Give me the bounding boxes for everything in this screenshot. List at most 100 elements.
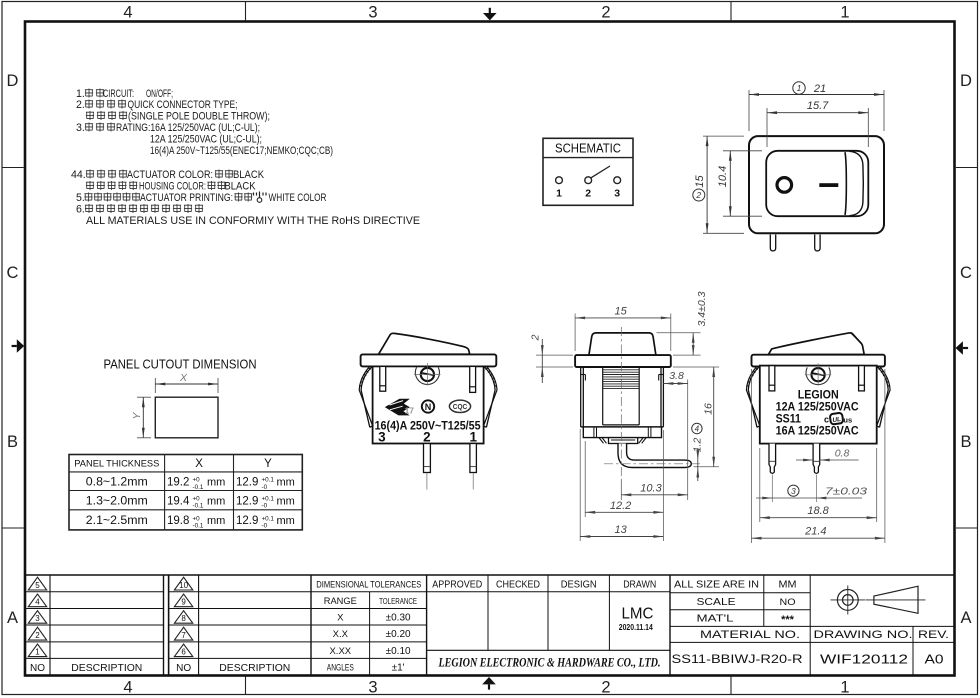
svg-text:RANGE: RANGE: [324, 596, 357, 607]
svg-text:+0.1: +0.1: [262, 515, 275, 522]
svg-text:APPROVED: APPROVED: [432, 580, 482, 591]
svg-text:12A 125/250VAC: 12A 125/250VAC: [776, 399, 859, 413]
svg-text:1.: 1.: [76, 88, 85, 100]
svg-text:2.: 2.: [76, 99, 85, 111]
svg-text:BLACK: BLACK: [233, 169, 264, 181]
svg-text:±1': ±1': [392, 663, 405, 674]
svg-text:2020.11.14: 2020.11.14: [619, 623, 653, 632]
svg-text:MATERIAL NO.: MATERIAL NO.: [700, 629, 800, 641]
svg-text:±0.10: ±0.10: [386, 646, 411, 657]
svg-text:X.X: X.X: [333, 629, 349, 640]
svg-text:10.4: 10.4: [717, 166, 729, 187]
svg-text:15.7: 15.7: [807, 100, 829, 112]
svg-text:DESIGN: DESIGN: [561, 580, 597, 591]
svg-text:ALL MATERIALS USE IN CONFORMIY: ALL MATERIALS USE IN CONFORMIY WITH THE …: [86, 215, 420, 227]
svg-text:-0.1: -0.1: [193, 503, 204, 510]
svg-text:ACTUATOR COLOR:: ACTUATOR COLOR:: [127, 169, 213, 181]
svg-text:LEGION ELECTRONIC & HARDWAR: LEGION ELECTRONIC & HARDWARE CO., LTD.: [438, 654, 661, 669]
svg-text:N: N: [425, 402, 432, 412]
svg-text:12.9: 12.9: [236, 515, 258, 527]
svg-text:***: ***: [781, 614, 795, 626]
svg-text:C: C: [960, 264, 972, 282]
svg-text:15: 15: [614, 306, 627, 318]
svg-text:Y: Y: [264, 458, 272, 470]
svg-text:16(4)A 250V~T125/55: 16(4)A 250V~T125/55: [375, 418, 481, 432]
svg-text:LMC: LMC: [622, 606, 654, 623]
svg-text:NO: NO: [176, 663, 191, 674]
svg-text:B: B: [960, 433, 971, 451]
svg-text:-0: -0: [262, 484, 268, 491]
svg-text:CHECKED: CHECKED: [496, 580, 540, 591]
svg-text:1: 1: [840, 679, 849, 697]
svg-text:15: 15: [694, 175, 706, 188]
svg-text:3: 3: [35, 614, 40, 623]
svg-text:ON/OFF;: ON/OFF;: [146, 88, 173, 100]
svg-text:1: 1: [470, 429, 478, 444]
svg-text:4: 4: [123, 679, 132, 697]
svg-text:5: 5: [35, 581, 40, 590]
svg-text:D: D: [960, 72, 972, 90]
svg-text:X.XX: X.XX: [329, 646, 351, 657]
svg-text:6.: 6.: [76, 204, 85, 216]
svg-text:-0.1: -0.1: [193, 484, 204, 491]
svg-text:SCHEMATIC: SCHEMATIC: [555, 142, 621, 156]
svg-text:PANEL THICKNESS: PANEL THICKNESS: [74, 459, 159, 469]
svg-text:SS11-BBIWJ-R20-R: SS11-BBIWJ-R20-R: [672, 654, 803, 666]
svg-text:mm: mm: [277, 515, 295, 527]
svg-text:16A 125/250VAC: 16A 125/250VAC: [776, 424, 859, 438]
svg-text:C: C: [7, 264, 19, 282]
svg-text:+0: +0: [193, 515, 201, 522]
svg-text:PANEL CUTOUT DIMENSION: PANEL CUTOUT DIMENSION: [104, 357, 257, 372]
svg-text:17: 17: [405, 405, 415, 415]
svg-text:13: 13: [614, 524, 627, 536]
svg-text:DRAWING NO.: DRAWING NO.: [814, 629, 913, 641]
svg-text:BLACK: BLACK: [225, 181, 256, 193]
svg-text:7: 7: [181, 631, 186, 640]
svg-text:44.: 44.: [71, 169, 86, 181]
svg-text:D: D: [7, 72, 19, 90]
svg-text:+0: +0: [193, 477, 201, 484]
svg-text:+0: +0: [193, 496, 201, 503]
svg-text:-0: -0: [262, 523, 268, 530]
svg-text:X: X: [195, 458, 203, 470]
svg-text:X: X: [179, 372, 188, 384]
svg-text:3.: 3.: [76, 122, 85, 134]
svg-text:12.9: 12.9: [236, 495, 258, 507]
svg-text:A0: A0: [925, 651, 944, 666]
svg-text:12A 125/250VAC (UL;C-UL);: 12A 125/250VAC (UL;C-UL);: [150, 134, 262, 146]
svg-text:B: B: [7, 433, 18, 451]
svg-text:Y: Y: [131, 412, 143, 420]
svg-text:3: 3: [368, 4, 377, 22]
svg-text:12.9: 12.9: [236, 476, 258, 488]
svg-text:±0.20: ±0.20: [386, 629, 411, 640]
svg-text:2: 2: [585, 188, 591, 200]
svg-text:19.4: 19.4: [167, 495, 190, 507]
svg-text:4: 4: [35, 598, 40, 607]
svg-text:REV.: REV.: [918, 629, 949, 641]
svg-text:DRAWN: DRAWN: [623, 580, 656, 591]
svg-text:(SINGLE POLE DOUBLE THROW);: (SINGLE POLE DOUBLE THROW);: [128, 111, 270, 123]
svg-text:ACTUATOR PRINTING:: ACTUATOR PRINTING:: [140, 192, 233, 204]
svg-text:8: 8: [181, 614, 186, 623]
svg-text:CQC: CQC: [453, 402, 468, 411]
svg-text:2: 2: [35, 631, 40, 640]
svg-text:1: 1: [840, 4, 849, 22]
svg-text:A: A: [960, 609, 971, 627]
svg-text:3: 3: [614, 188, 620, 200]
svg-text:2: 2: [423, 429, 431, 444]
svg-text:RATING:16A 125/250VAC (UL;C-UL: RATING:16A 125/250VAC (UL;C-UL);: [116, 122, 260, 134]
svg-text:1: 1: [556, 188, 562, 200]
svg-text:4: 4: [695, 424, 700, 433]
svg-text:4: 4: [123, 4, 132, 22]
svg-text:DESCRIPTION: DESCRIPTION: [219, 663, 290, 674]
svg-text:A: A: [7, 609, 18, 627]
svg-text:WHITE COLOR: WHITE COLOR: [269, 192, 327, 204]
svg-text:1: 1: [35, 647, 40, 656]
svg-text:mm: mm: [207, 495, 225, 507]
svg-text:21.4: 21.4: [804, 526, 826, 538]
svg-text:2: 2: [529, 334, 541, 341]
svg-text:mm: mm: [207, 476, 225, 488]
svg-text:MM: MM: [779, 580, 797, 591]
svg-text:19.2: 19.2: [167, 476, 189, 488]
svg-text:us: us: [843, 415, 852, 424]
